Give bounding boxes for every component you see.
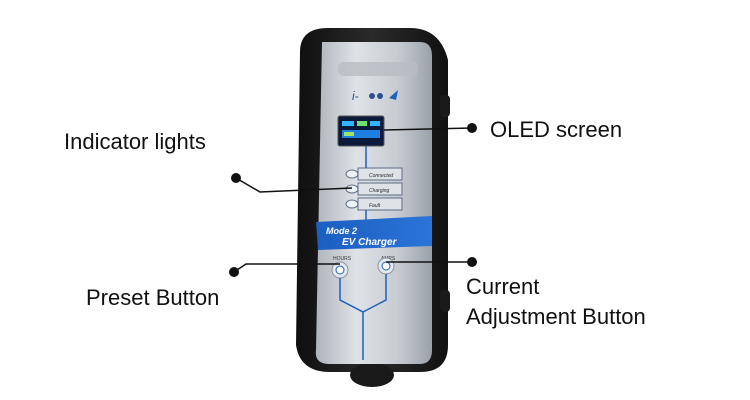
faceplate-lines [339,274,387,360]
current-adjustment-button[interactable] [377,257,395,275]
status-light-icon [345,184,359,194]
oled-screen [337,115,385,147]
preset-button[interactable] [331,261,349,279]
status-light-label-connected: Connected [369,173,393,179]
callout-indicator-lights: Indicator lights [64,129,206,154]
mode-band: Mode 2 EV Charger [316,216,432,250]
svg-text:i-: i- [352,89,359,103]
status-light-label-fault: Fault [369,203,381,209]
callout-current-adjustment-button: Current Adjustment Button [466,272,646,332]
leader-dots [229,123,477,277]
leader-lines [233,127,473,273]
status-light-label-charging: Charging [369,188,390,194]
status-light-icon [345,169,359,179]
callout-current-line-1: Current [466,274,540,299]
band-line-1: Mode 2 [326,226,357,236]
round-button-icon [335,265,345,275]
leader-oled [383,127,473,131]
leader-indicator [235,177,353,193]
round-button-icon [381,261,391,271]
brand-logo-icon: i- [352,89,398,103]
callout-preset-button: Preset Button [86,285,220,310]
button-left-label: HOURS [333,256,352,262]
cable-boot [350,363,394,387]
side-grip-bottom [440,290,450,312]
callout-current-line-2: Adjustment Button [466,304,646,329]
side-grip-top [440,95,450,117]
callout-oled-screen: OLED screen [490,117,623,142]
status-light-icon [345,199,359,209]
band-line-2: EV Charger [342,237,398,248]
blurred-brand-text [338,62,418,76]
